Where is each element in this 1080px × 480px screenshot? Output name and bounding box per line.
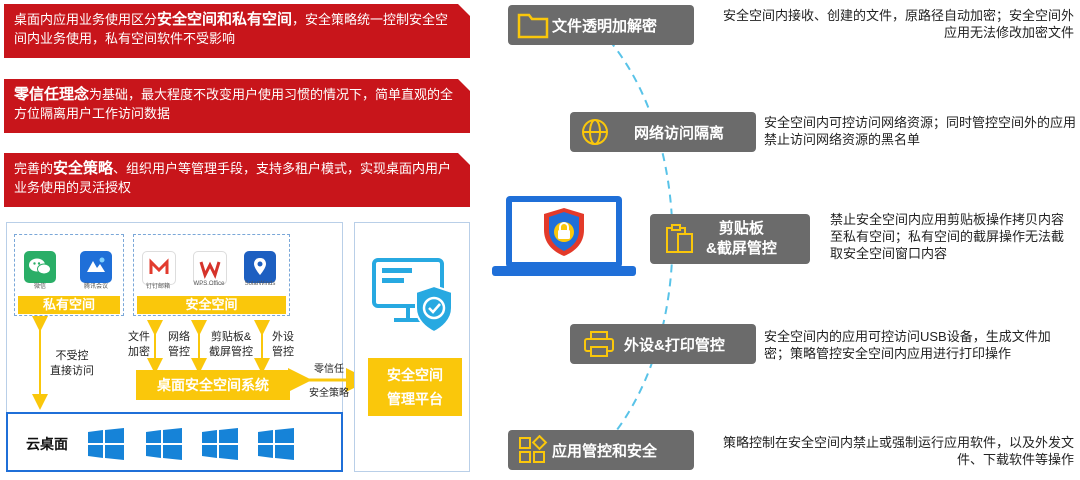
globe-icon: [582, 119, 608, 145]
banner-3: 完善的安全策略、组织用户等管理手段，支持多租户模式，实现桌面内用户业务使用的灵活…: [4, 153, 470, 207]
feature-desc-network-isolation: 安全空间内可控访问网络资源；同时管控空间外的应用禁止访问网络资源的黑名单: [764, 115, 1077, 147]
feature-title: 剪贴板 &截屏管控: [706, 220, 777, 257]
feature-title: 文件透明加解密: [552, 17, 658, 35]
feature-desc-peripheral: 安全空间内的应用可控访问USB设备，生成文件加密；策略管控安全空间内应用进行打印…: [764, 329, 1051, 361]
feature-title: 应用管控和安全: [552, 442, 658, 460]
windows-icon: [202, 428, 238, 460]
no-control-label: 不受控 直接访问: [50, 350, 94, 377]
feature-desc-app-control: 策略控制在安全空间内禁止或强制运行应用软件，以及外发文件、下载软件等操作: [722, 435, 1074, 467]
banner-1: 桌面内应用业务使用区分安全空间和私有空间，安全策略统一控制安全空间内业务使用，私…: [4, 4, 470, 58]
control-clipboard: 剪贴板& 截屏管控: [209, 331, 253, 358]
security-policy-label: 安全策略: [309, 388, 349, 399]
feature-desc-file-encryption: 安全空间内接收、创建的文件，原路径自动加密；安全空间外应用无法修改加密文件: [722, 8, 1074, 40]
banner-2: 零信任理念为基础，最大程度不改变用户使用习惯的情况下，简单直观的全方位隔离用户工…: [4, 79, 470, 133]
secure-space-label: 安全空间: [137, 296, 286, 314]
feature-title: 网络访问隔离: [634, 124, 725, 142]
banner-2-post: 为基础，最大程度不改变用户使用习惯的情况下，简单直观的全方位隔离用户工作访问数据: [14, 87, 454, 121]
private-space-label: 私有空间: [18, 296, 120, 314]
clipboard-icon: [666, 224, 693, 253]
app-label-mail: 钉钉邮箱: [145, 284, 170, 290]
wechat-icon: [24, 251, 56, 283]
monitor-shield-icon: [372, 258, 453, 334]
banner-2-bold: 零信任理念: [14, 86, 90, 103]
wps-icon: [193, 251, 227, 285]
meeting-icon: [80, 251, 112, 283]
apps-icon: [519, 435, 548, 463]
cloud-desktop-label: 云桌面: [26, 436, 68, 452]
feature-network-isolation: 网络访问隔离: [570, 112, 756, 152]
windows-icon: [258, 428, 294, 460]
control-file-encrypt: 文件 加密: [128, 331, 150, 358]
windows-icon: [88, 428, 124, 460]
feature-app-control: 应用管控和安全: [508, 430, 694, 470]
diagram-arrows: [32, 316, 370, 410]
app-label-solarwinds: SolarWinds: [244, 281, 276, 287]
desktop-security-system: 桌面安全空间系统: [136, 370, 290, 400]
banner-1-pre: 桌面内应用业务使用区分: [14, 12, 158, 27]
zero-trust-label: 零信任: [314, 364, 344, 375]
feature-desc-clipboard: 禁止安全空间内应用剪贴板操作拷贝内容至私有空间；私有空间的截屏操作无法截取安全空…: [830, 212, 1065, 261]
banner-3-post: 、组织用户等管理手段，支持多租户模式，实现桌面内用户业务使用的灵活授权: [14, 161, 452, 195]
management-platform: 安全空间 管理平台: [368, 358, 462, 416]
app-label-meeting: 腾讯会议: [83, 284, 108, 290]
app-label-wps: WPS Office: [193, 281, 225, 287]
feature-clipboard-screenshot: 剪贴板 &截屏管控: [650, 214, 810, 264]
feature-file-encryption: 文件透明加解密: [508, 5, 694, 45]
mail-icon: [142, 251, 176, 285]
banner-1-post: ，安全策略统一控制安全空间内业务使用，私有空间软件不受影响: [14, 12, 449, 46]
banner-1-bold: 安全空间和私有空间: [157, 11, 293, 28]
laptop-icon: [492, 196, 636, 276]
control-peripheral: 外设 管控: [272, 331, 294, 358]
windows-icon: [146, 428, 182, 460]
banner-3-pre: 完善的: [14, 161, 54, 176]
banner-3-bold: 安全策略: [53, 160, 114, 177]
app-label-wechat: 微信: [33, 284, 46, 290]
folder-icon: [517, 13, 549, 39]
feature-peripheral-print: 外设&打印管控: [570, 324, 756, 364]
feature-title: 外设&打印管控: [624, 336, 725, 354]
printer-icon: [584, 331, 614, 357]
control-network: 网络 管控: [168, 331, 190, 358]
map-icon: [244, 251, 276, 283]
